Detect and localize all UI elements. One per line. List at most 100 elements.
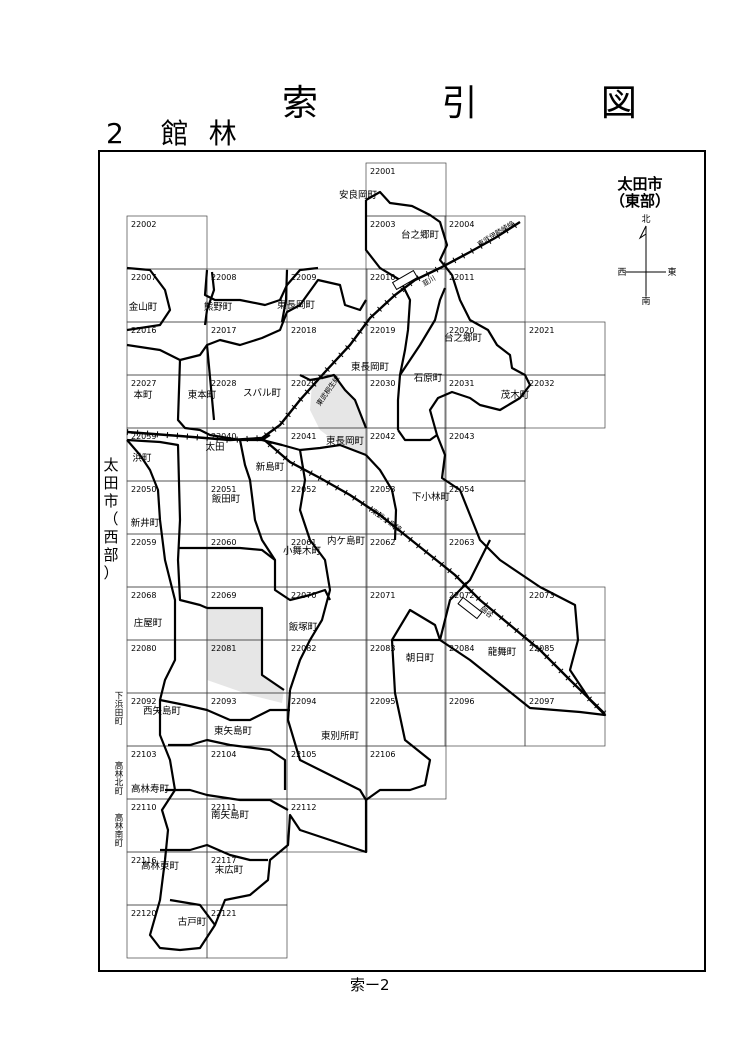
place-name: 末広町 bbox=[215, 864, 244, 876]
station-box bbox=[457, 596, 483, 620]
grid-cell-number: 22094 bbox=[291, 697, 316, 706]
grid-cell-number: 22017 bbox=[211, 326, 236, 335]
west-label-char: 市 bbox=[103, 492, 119, 510]
grid-cell-number: 22083 bbox=[370, 644, 395, 653]
place-name: 西矢島町 bbox=[143, 705, 182, 717]
grid-cell-number: 22092 bbox=[131, 697, 156, 706]
grid-cell-number: 22041 bbox=[291, 432, 316, 441]
place-name-vertical: 高林南町 bbox=[113, 812, 123, 847]
compass-west-label: 西 bbox=[617, 267, 626, 278]
place-name: 東別所町 bbox=[321, 730, 360, 742]
grid-cell-number: 22106 bbox=[370, 750, 395, 759]
place-name: 本町 bbox=[133, 389, 153, 401]
boundary-line bbox=[397, 429, 438, 442]
boundary-line bbox=[178, 546, 331, 602]
grid-cell-number: 22112 bbox=[291, 803, 316, 812]
boundary-line bbox=[165, 788, 289, 811]
grid-cell bbox=[206, 904, 288, 959]
place-name: 台之郷町 bbox=[444, 332, 483, 344]
map-labels: 安良岡町台之郷町金山町熊野町東長岡町本町東本町スバル町東長岡町石原町台之郷町茂木… bbox=[113, 189, 530, 928]
grid-cell-number: 22027 bbox=[131, 379, 156, 388]
grid-cell bbox=[524, 692, 606, 747]
grid-cell-number: 22085 bbox=[529, 644, 554, 653]
railway-line bbox=[261, 437, 606, 715]
map-frame bbox=[98, 150, 706, 972]
grid-cell-number: 22009 bbox=[291, 273, 316, 282]
grid-cell-number: 22028 bbox=[211, 379, 236, 388]
west-label-char: （ bbox=[103, 510, 119, 528]
grid-cell-number: 22103 bbox=[131, 750, 156, 759]
place-name: 高林東町 bbox=[141, 860, 180, 872]
place-name: 小舞木町 bbox=[283, 545, 322, 557]
grid-cell-number: 22059 bbox=[131, 538, 156, 547]
boundary-line bbox=[205, 344, 216, 421]
grid-cell-number: 22020 bbox=[449, 326, 474, 335]
boundary-line bbox=[396, 287, 447, 430]
place-name: 東本町 bbox=[188, 389, 217, 401]
boundary-line bbox=[126, 266, 172, 332]
grid-cell-number: 22019 bbox=[370, 326, 395, 335]
boundary-line bbox=[238, 439, 276, 561]
grid-cell-number: 22032 bbox=[529, 379, 554, 388]
grid-cell-number: 22084 bbox=[449, 644, 474, 653]
grid-cell-number: 22063 bbox=[449, 538, 474, 547]
grid-cell-number: 22082 bbox=[291, 644, 316, 653]
grid-cell-number: 22097 bbox=[529, 697, 554, 706]
place-name: 古戸町 bbox=[178, 916, 207, 928]
grid-cell-number: 22003 bbox=[370, 220, 395, 229]
shaded-areas bbox=[207, 375, 366, 703]
grid-cell-number: 22061 bbox=[291, 538, 316, 547]
place-name: 高林寿町 bbox=[131, 783, 170, 795]
page-footer: 索ー2 bbox=[350, 976, 390, 994]
place-name: 内ケ島町 bbox=[327, 535, 366, 547]
boundary-line bbox=[126, 278, 367, 362]
grid-cell-number: 22110 bbox=[131, 803, 156, 812]
subtitle-name: 館林 bbox=[160, 117, 257, 150]
grid-cell-number: 22116 bbox=[131, 856, 156, 865]
place-name-vertical: 高林北町 bbox=[113, 760, 123, 795]
grid-cell-number: 22043 bbox=[449, 432, 474, 441]
grid-cell-number: 22011 bbox=[449, 273, 474, 282]
boundary-line bbox=[438, 539, 491, 641]
grid-cell-number: 22051 bbox=[211, 485, 236, 494]
grid-cell-number: 22069 bbox=[211, 591, 236, 600]
boundary-line bbox=[203, 271, 216, 326]
shaded-area bbox=[207, 608, 284, 703]
boundary-lines bbox=[126, 190, 607, 952]
rail-label: 東武伊勢崎線 bbox=[475, 219, 515, 249]
west-label-char: 太 bbox=[103, 456, 119, 474]
grid-cell-number: 22081 bbox=[211, 644, 236, 653]
grid-cell-number: 22010 bbox=[370, 273, 395, 282]
boundary-line bbox=[168, 738, 287, 790]
west-label-char: 田 bbox=[103, 474, 119, 492]
page-subtitle: 2 館林 bbox=[106, 112, 257, 152]
grid-cell-number: 22071 bbox=[370, 591, 395, 600]
place-name: 飯塚町 bbox=[289, 621, 318, 633]
grid-cell-number: 22080 bbox=[131, 644, 156, 653]
boundary-line bbox=[365, 454, 398, 541]
west-label-char: ） bbox=[103, 564, 119, 582]
place-name: 龍舞町 bbox=[488, 646, 517, 658]
place-name: 熊野町 bbox=[204, 301, 233, 313]
rail-label: 東武小泉線 bbox=[370, 506, 404, 533]
grid-cell-number: 22007 bbox=[131, 273, 156, 282]
grid-cell-number: 22062 bbox=[370, 538, 395, 547]
grid-cell-number: 22111 bbox=[211, 803, 236, 812]
place-name: 南矢島町 bbox=[211, 809, 250, 821]
place-name: 東長岡町 bbox=[351, 361, 390, 373]
place-name: 庄屋町 bbox=[134, 617, 163, 629]
boundary-line bbox=[288, 449, 332, 691]
grid-cell-number: 22105 bbox=[291, 750, 316, 759]
compass-north-label: 北 bbox=[641, 214, 650, 225]
place-name: 金山町 bbox=[129, 301, 158, 313]
grid-cell-number: 22030 bbox=[370, 379, 395, 388]
grid-cell bbox=[365, 745, 447, 800]
compass-south-label: 南 bbox=[641, 295, 650, 307]
subtitle-number: 2 bbox=[106, 117, 124, 150]
place-name: 茂木町 bbox=[501, 389, 530, 401]
grid-cell-number: 22095 bbox=[370, 697, 395, 706]
grid-cell-number: 22018 bbox=[291, 326, 316, 335]
place-name: 石原町 bbox=[414, 373, 443, 384]
grid-cell-number: 22072 bbox=[449, 591, 474, 600]
